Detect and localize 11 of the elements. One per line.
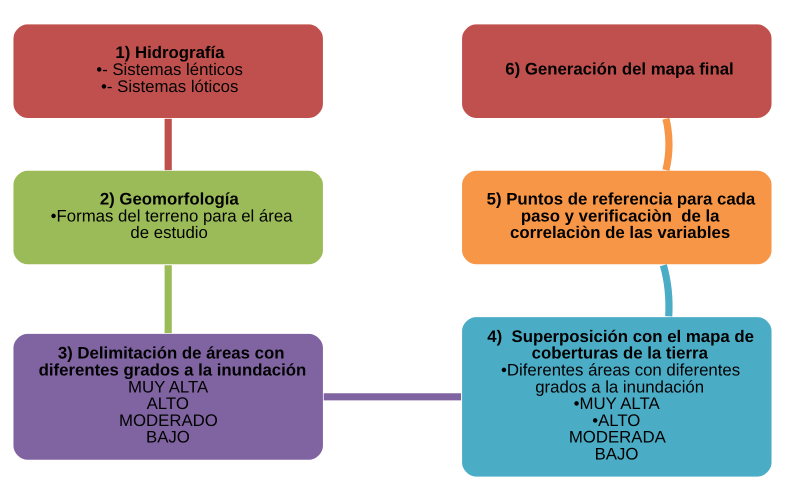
connector: [164, 118, 172, 170]
node-box: 5) Puntos de referencia para cada paso y verificaciòn de la correlaciòn de las variables: [460, 170, 773, 266]
connector: [660, 264, 673, 316]
node-box: 4) Superposición con el mapa de coberturas de la tierra •Diferentes áreas con diferentes grados a la inundación •MUY ALTA •ALTO MODERADA BAJO: [460, 316, 773, 478]
node-box: 2) Geomorfología •Formas del terreno para el área de estudio: [12, 170, 324, 266]
node-box: 3) Delimitación de áreas con diferentes grados a la inundación MUY ALTA ALTO MODERADO BAJO: [12, 332, 324, 462]
connector: [662, 118, 673, 171]
connector: [164, 265, 172, 334]
node-box: 6) Generación del mapa final: [460, 23, 773, 120]
connector: [324, 393, 462, 400]
node-box: 1) Hidrografía •- Sistemas lénticos •- Sistemas lóticos: [12, 23, 324, 120]
